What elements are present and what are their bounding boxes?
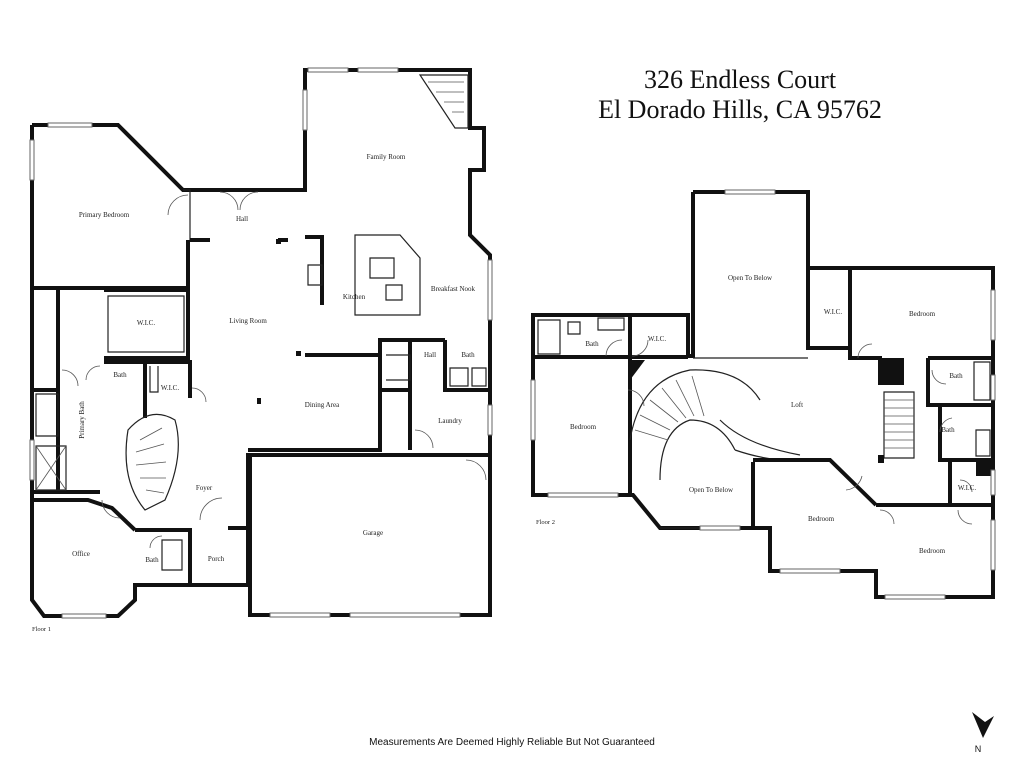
room-bath-right-top: Bath (949, 372, 963, 380)
room-bath-porch: Bath (145, 556, 159, 564)
room-wic-left: W.I.C. (137, 319, 155, 327)
north-arrow-icon (972, 712, 994, 738)
room-bedroom-s: Bedroom (808, 515, 835, 523)
room-office: Office (72, 550, 90, 558)
room-bath-small: Bath (113, 371, 127, 379)
floor-1-plan: Primary Bedroom Hall Family Room W.I.C. … (29, 67, 493, 633)
room-wic-small: W.I.C. (161, 384, 179, 392)
floor-1-label: Floor 1 (32, 626, 51, 633)
address-line-2: El Dorado Hills, CA 95762 (598, 95, 882, 124)
room-wic-bottom: W.I.C. (958, 484, 976, 492)
room-loft: Loft (791, 401, 803, 409)
room-bath-right-mid: Bath (941, 426, 955, 434)
floor-2-label: Floor 2 (536, 519, 555, 526)
room-kitchen: Kitchen (343, 293, 366, 301)
room-foyer: Foyer (196, 484, 213, 492)
room-wic-top: W.I.C. (824, 308, 842, 316)
room-bath-left: Bath (585, 340, 599, 348)
room-bath-right: Bath (461, 351, 475, 359)
room-laundry: Laundry (438, 417, 462, 425)
room-wic-mid: W.I.C. (648, 335, 666, 343)
room-garage: Garage (363, 529, 383, 537)
room-bedroom-w: Bedroom (570, 423, 597, 431)
disclaimer-text: Measurements Are Deemed Highly Reliable … (369, 737, 655, 748)
room-living-room: Living Room (229, 317, 267, 325)
room-dining-area: Dining Area (305, 401, 340, 409)
address-line-1: 326 Endless Court (644, 65, 837, 94)
room-open-to-below-top: Open To Below (728, 274, 773, 282)
north-label: N (975, 744, 982, 754)
room-bedroom-se: Bedroom (919, 547, 946, 555)
room-open-to-below-bottom: Open To Below (689, 486, 734, 494)
room-hall-right: Hall (424, 351, 436, 359)
room-family-room: Family Room (367, 153, 406, 161)
room-hall-top: Hall (236, 215, 248, 223)
room-bedroom-ne: Bedroom (909, 310, 936, 318)
room-porch: Porch (208, 555, 225, 563)
floor-2-plan: Open To Below W.I.C. Bedroom Bath W.I.C.… (530, 189, 996, 600)
room-primary-bedroom: Primary Bedroom (79, 211, 130, 219)
room-breakfast-nook: Breakfast Nook (431, 285, 476, 293)
room-primary-bath: Primary Bath (78, 401, 86, 439)
